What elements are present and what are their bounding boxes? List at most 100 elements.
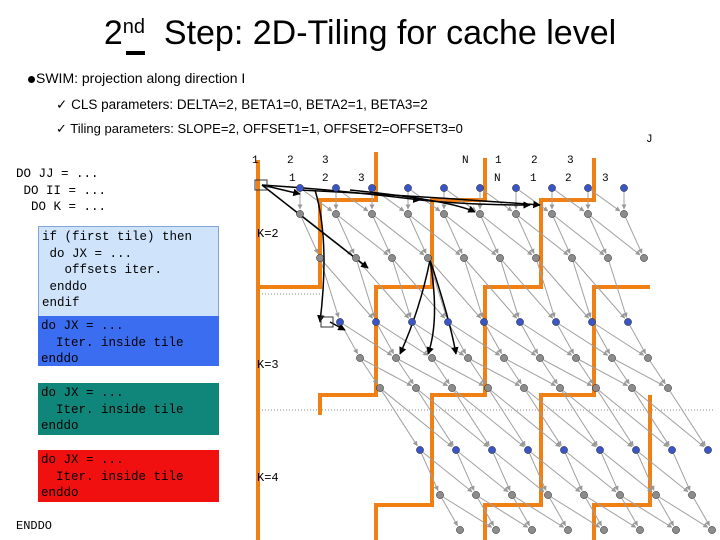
iteration-dot: [368, 184, 376, 192]
dependence-arrow: [407, 213, 427, 254]
iteration-dot: [588, 318, 596, 326]
row-label: 2: [565, 173, 572, 185]
iteration-dot: [704, 446, 712, 454]
row-label: 2: [322, 173, 329, 185]
iteration-dot: [512, 184, 520, 192]
iteration-dot: [552, 318, 560, 326]
iteration-dot: [672, 526, 680, 534]
iteration-dot: [528, 526, 536, 534]
dependence-arrow: [371, 213, 391, 254]
dependence-arrow: [575, 357, 594, 385]
dependence-arrow: [619, 494, 638, 527]
dependence-arrow: [619, 494, 673, 528]
dependence-arrow: [571, 257, 626, 319]
dependence-arrow: [503, 357, 557, 387]
dependence-arrow: [539, 357, 558, 385]
dependence-arrow: [483, 321, 537, 356]
iteration-dot: [476, 184, 484, 192]
dependence-arrow: [395, 357, 414, 385]
dependence-arrow: [439, 494, 458, 527]
iteration-dot: [644, 354, 652, 362]
dependence-arrow: [539, 357, 593, 387]
iteration-dot: [496, 254, 504, 262]
dependence-arrow: [551, 213, 571, 254]
dependence-arrow: [515, 213, 569, 256]
dependence-arrow: [443, 213, 497, 256]
dependence-arrow: [647, 357, 666, 385]
dependence-arrow: [595, 387, 669, 448]
dependence-arrow: [443, 213, 463, 254]
black-dependence-arrows: [261, 184, 541, 355]
iteration-dot: [336, 318, 344, 326]
dependence-arrow: [655, 494, 674, 527]
page-title: 2nd Step: 2D-Tiling for cache level: [0, 14, 720, 53]
iteration-dot: [296, 184, 304, 192]
dependence-arrow: [439, 494, 493, 528]
col-label: 1: [252, 155, 259, 167]
iteration-dot: [584, 184, 592, 192]
dependence-arrow: [475, 494, 494, 527]
tile-border-5: [592, 395, 652, 540]
iteration-dot: [600, 526, 608, 534]
dependence-arrow: [515, 187, 549, 212]
dependence-arrow: [515, 213, 535, 254]
iteration-dot: [356, 354, 364, 362]
dependence-arrow: [487, 387, 561, 448]
iteration-dot: [444, 318, 452, 326]
iteration-dot: [488, 446, 496, 454]
iteration-dot: [536, 354, 544, 362]
iteration-dot: [428, 354, 436, 362]
dependence-arrow: [535, 257, 556, 318]
iteration-dot: [636, 526, 644, 534]
iteration-points: [296, 184, 716, 534]
iteration-dot: [520, 384, 528, 392]
bullet-main: SWIM: projection along direction I: [36, 70, 246, 86]
check-icon: ✓: [56, 97, 68, 113]
dependence-arrow: [551, 187, 585, 212]
tile-border-3: [374, 158, 596, 540]
dependence-arrow: [551, 213, 605, 256]
iteration-dot: [368, 210, 376, 218]
dependence-arrow: [627, 321, 647, 355]
red-tile-code-box: do JX = ... Iter. inside tile enddo: [38, 450, 219, 502]
iteration-dot: [532, 254, 540, 262]
check-icon: ✓: [56, 122, 67, 137]
dependence-arrow: [611, 357, 630, 385]
dependence-arrow: [571, 257, 592, 318]
dependence-arrow: [319, 257, 374, 319]
iteration-dot: [332, 184, 340, 192]
dependence-arrow: [319, 257, 340, 318]
dependence-arrow: [635, 449, 689, 493]
dependence-arrow: [487, 387, 526, 447]
iteration-dot: [560, 446, 568, 454]
dependence-arrow: [371, 213, 425, 256]
dependence-arrow: [475, 494, 529, 528]
iteration-dot: [688, 491, 696, 499]
teal-tile-code-box: do JX = ... Iter. inside tile enddo: [38, 383, 219, 435]
iteration-dot: [460, 254, 468, 262]
dependence-arrow: [559, 387, 633, 448]
row-label: N: [494, 173, 501, 185]
iteration-dot: [332, 210, 340, 218]
dependence-arrow: [635, 449, 655, 491]
iteration-dot: [592, 384, 600, 392]
iteration-dot: [416, 446, 424, 454]
iteration-dot: [316, 254, 324, 262]
dependence-arrow: [519, 321, 539, 355]
dependence-arrow: [491, 449, 511, 491]
dependence-arrow: [431, 357, 450, 385]
dependence-arrow: [503, 357, 522, 385]
dependence-arrow: [467, 357, 521, 387]
dependence-arrow: [447, 321, 501, 356]
dependence-arrow: [479, 213, 533, 256]
iteration-dot: [564, 526, 572, 534]
iteration-dot: [352, 254, 360, 262]
dependence-arrow: [595, 387, 634, 447]
dependence-arrow: [623, 213, 643, 254]
dependence-arrow: [407, 213, 461, 256]
dependence-arrow: [335, 213, 355, 254]
dependence-arrow: [375, 321, 429, 356]
iteration-dot: [440, 184, 448, 192]
dependence-arrow: [519, 321, 573, 356]
dependence-arrow: [591, 321, 611, 355]
